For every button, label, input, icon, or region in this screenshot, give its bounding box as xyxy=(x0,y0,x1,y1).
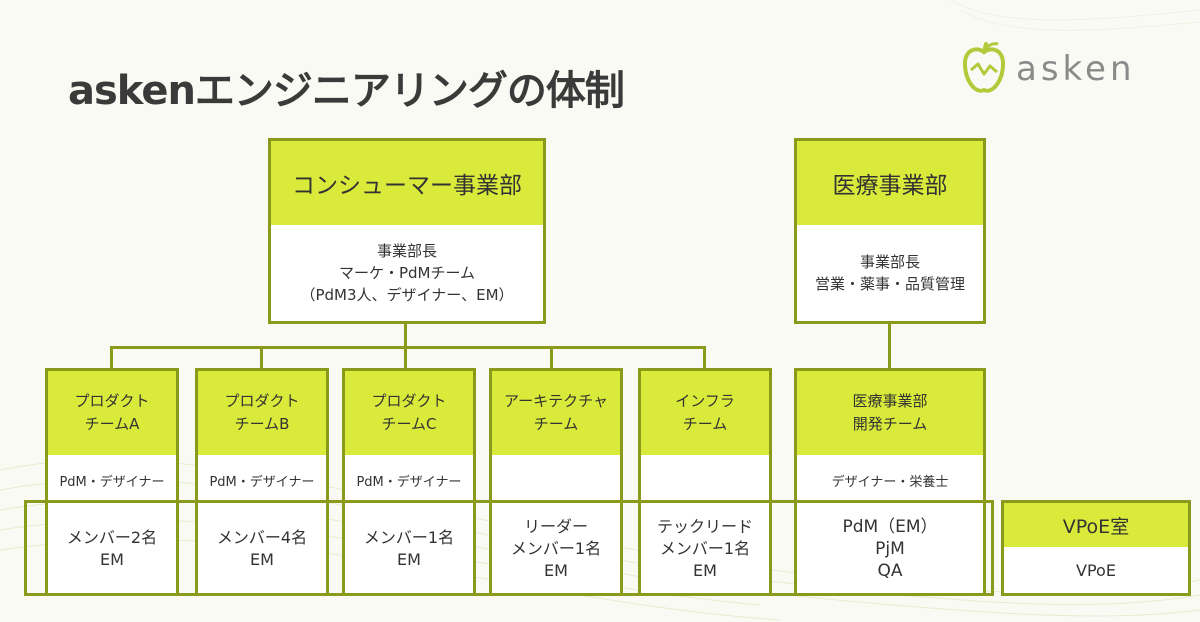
team-roles: PdM・デザイナー xyxy=(209,474,315,490)
consumer-line: （PdM3人、デザイナー、EM） xyxy=(300,286,514,304)
team-name: チームC xyxy=(381,415,437,433)
consumer-division-name: コンシューマー事業部 xyxy=(292,173,522,199)
connector-consumer-down xyxy=(404,322,407,349)
vpoe-name: VPoE室 xyxy=(1062,515,1130,538)
team-box-b: プロダクト チームB PdM・デザイナー メンバー4名 EM xyxy=(195,368,329,596)
members-band-outline xyxy=(24,500,994,596)
team-roles: デザイナー・栄養士 xyxy=(831,474,949,490)
team-member: メンバー2名 xyxy=(66,528,158,547)
connector-infra xyxy=(703,346,706,370)
team-roles: PdM・デザイナー xyxy=(59,474,165,490)
team-name: チーム xyxy=(682,415,728,433)
team-member: リーダー xyxy=(523,517,588,536)
consumer-line: 事業部長 xyxy=(376,242,437,260)
connector-architecture xyxy=(550,346,553,370)
logo-text: asken xyxy=(1016,49,1136,89)
team-name: 開発チーム xyxy=(852,415,928,433)
team-box-infra: インフラ チーム テックリード メンバー1名 EM xyxy=(638,368,772,596)
team-member: メンバー4名 xyxy=(216,528,308,547)
team-member: QA xyxy=(877,561,903,581)
team-name: チームB xyxy=(234,415,290,433)
connector-team-c xyxy=(404,346,407,370)
apple-logo-icon xyxy=(962,42,1006,93)
consumer-division-box: コンシューマー事業部 事業部長 マーケ・PdMチーム （PdM3人、デザイナー、… xyxy=(268,138,546,324)
team-member: EM xyxy=(693,561,717,580)
team-name: プロダクト xyxy=(371,392,447,410)
team-member: テックリード xyxy=(656,517,753,536)
connector-team-b xyxy=(260,346,263,370)
vpoe-member: VPoE xyxy=(1076,560,1116,580)
connector-medical-down xyxy=(888,322,891,370)
team-roles: PdM・デザイナー xyxy=(356,474,462,490)
vpoe-box: VPoE室 VPoE xyxy=(1001,500,1191,596)
page-title: askenエンジニアリングの体制 xyxy=(68,68,625,114)
team-name: 医療事業部 xyxy=(852,392,928,410)
asken-logo: asken xyxy=(962,42,1136,96)
medical-division-box: 医療事業部 事業部長 営業・薬事・品質管理 xyxy=(794,138,986,324)
medical-line: 事業部長 xyxy=(859,253,920,271)
team-member: EM xyxy=(544,561,568,580)
medical-line: 営業・薬事・品質管理 xyxy=(814,275,965,293)
team-name: プロダクト xyxy=(224,392,300,410)
team-name: アーキテクチャ xyxy=(504,392,608,410)
team-member: メンバー1名 xyxy=(510,539,602,558)
team-box-architecture: アーキテクチャ チーム リーダー メンバー1名 EM xyxy=(489,368,623,596)
team-name: インフラ xyxy=(675,392,735,410)
connector-team-a xyxy=(110,346,113,370)
team-box-a: プロダクト チームA PdM・デザイナー メンバー2名 EM xyxy=(45,368,179,596)
team-member: EM xyxy=(397,550,421,569)
team-member: メンバー1名 xyxy=(363,528,455,547)
team-member: メンバー1名 xyxy=(659,539,751,558)
team-name: プロダクト xyxy=(74,392,150,410)
consumer-line: マーケ・PdMチーム xyxy=(338,264,476,282)
team-member: PdM（EM） xyxy=(842,517,938,537)
team-member: EM xyxy=(100,550,124,569)
team-name: チーム xyxy=(533,415,579,433)
team-box-c: プロダクト チームC PdM・デザイナー メンバー1名 EM xyxy=(342,368,476,596)
team-member: PjM xyxy=(875,539,905,559)
connector-horizontal-bus xyxy=(110,346,706,349)
medical-division-name: 医療事業部 xyxy=(832,173,948,199)
team-name: チームA xyxy=(84,415,140,433)
team-member: EM xyxy=(250,550,274,569)
team-box-medical-dev: 医療事業部 開発チーム デザイナー・栄養士 PdM（EM） PjM QA xyxy=(794,368,986,596)
